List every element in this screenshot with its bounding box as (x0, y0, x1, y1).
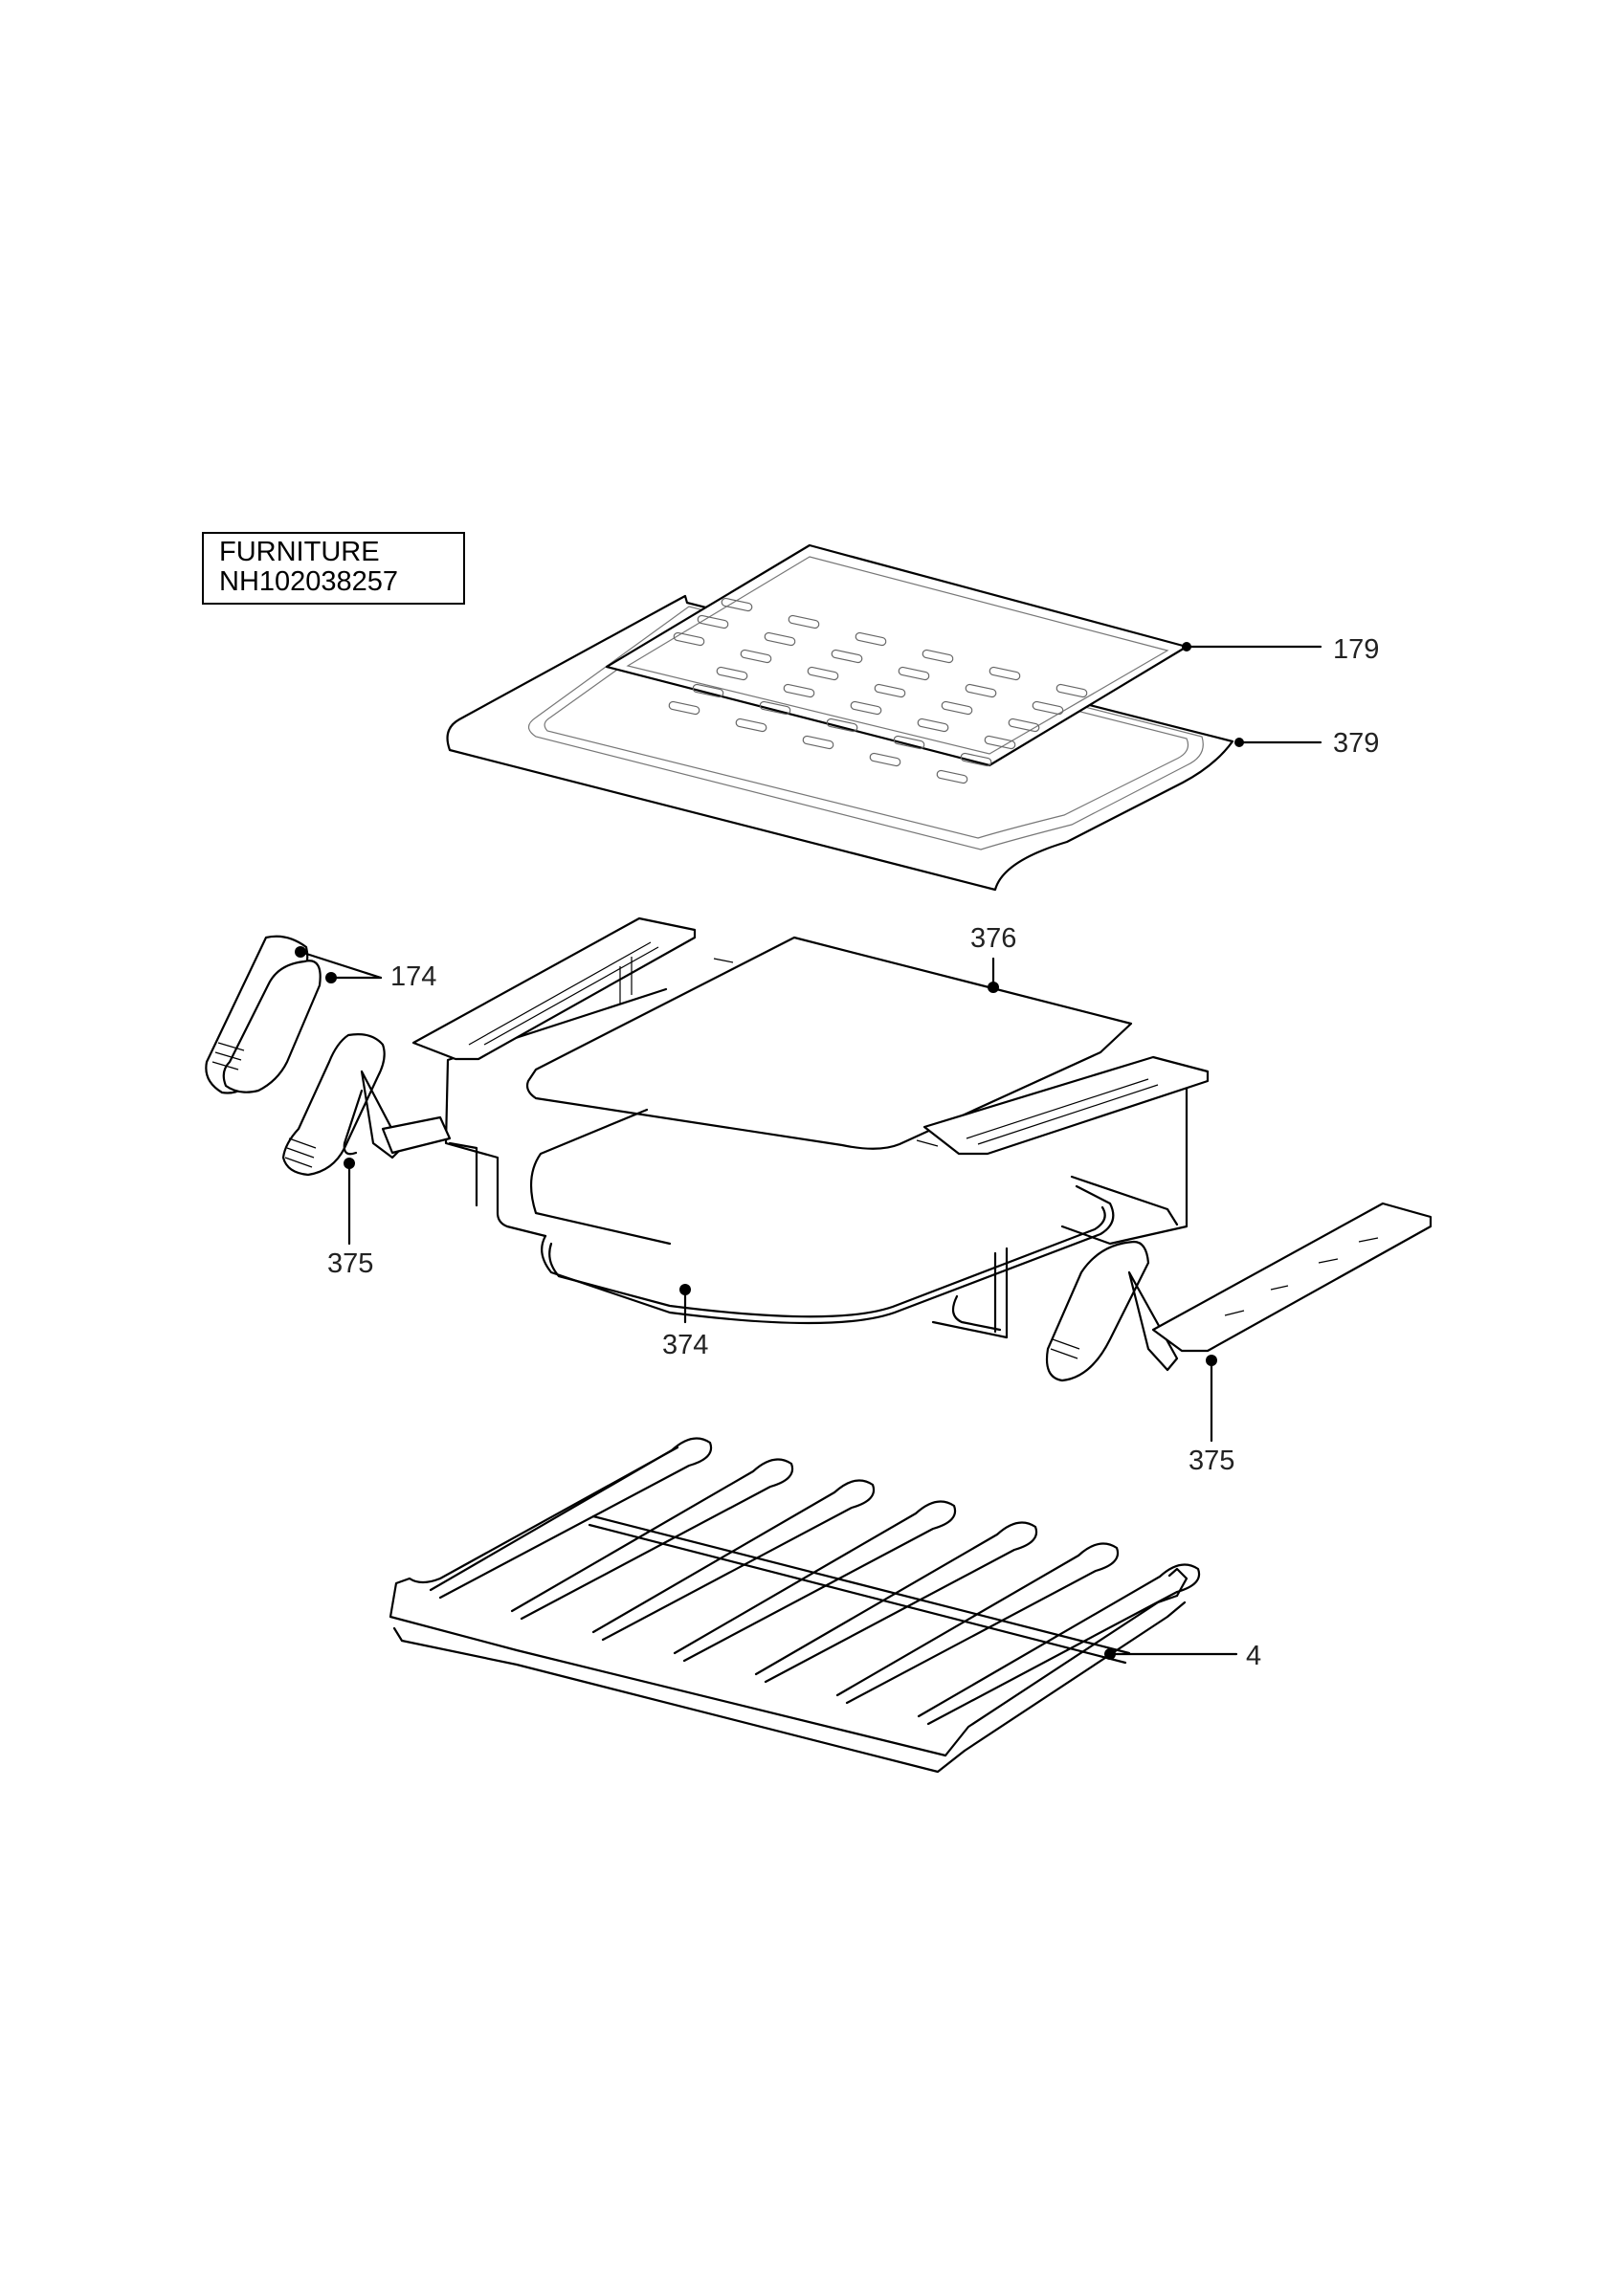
callout-179: 179 (1333, 634, 1379, 665)
perforation-slot (807, 666, 839, 681)
callout-4: 4 (1246, 1641, 1261, 1671)
callout-375-left: 375 (327, 1248, 373, 1279)
perforation-slot (721, 597, 753, 612)
perforation-slots (668, 597, 1088, 784)
perforation-slot (874, 683, 906, 698)
shelf-rods (429, 1437, 1201, 1726)
perforation-slot (783, 683, 815, 698)
perforation-slot (692, 683, 724, 698)
perforation-slot (740, 649, 772, 664)
perforation-slot (898, 666, 930, 681)
perforation-slot (960, 752, 992, 767)
perforation-slot (989, 666, 1021, 681)
callout-379: 379 (1333, 728, 1379, 759)
perforation-slot (893, 735, 925, 750)
perforation-slot (1008, 718, 1040, 733)
left-runner-bracket[interactable] (411, 916, 697, 1061)
perforation-slot (673, 631, 705, 647)
shelf-rod (429, 1437, 713, 1600)
perforation-slot (855, 631, 887, 647)
part-375-left-clip[interactable] (281, 1033, 452, 1177)
perforation-slot (759, 700, 791, 716)
perforation-slot (917, 718, 949, 733)
part-4-wire-shelf[interactable] (389, 1437, 1201, 1774)
perforation-slot (764, 631, 796, 647)
shelf-rod (754, 1521, 1038, 1684)
part-376-plate[interactable] (525, 936, 1133, 1150)
perforation-slot (831, 649, 863, 664)
leader-lines (295, 642, 1322, 1660)
callout-374: 374 (662, 1330, 708, 1360)
diagram-code: NH102038257 (219, 566, 399, 597)
perforation-slot (941, 700, 973, 716)
shelf-rod (835, 1542, 1120, 1705)
part-179-perforated-panel[interactable] (605, 543, 1189, 784)
perforation-slot (965, 683, 997, 698)
part-374-wire-frame[interactable] (444, 987, 1189, 1339)
right-runner-bracket[interactable] (922, 1055, 1210, 1156)
callout-174: 174 (390, 961, 436, 992)
perforation-slot (826, 718, 858, 733)
part-174-door-clips[interactable] (205, 935, 322, 1094)
callout-375-right: 375 (1189, 1446, 1234, 1476)
perforation-slot (735, 718, 767, 733)
diagram-title-box: FURNITURE NH102038257 (202, 532, 465, 605)
shelf-rod (673, 1500, 957, 1663)
shelf-rod (591, 1479, 876, 1642)
perforation-slot (802, 735, 834, 750)
perforation-slot (788, 614, 820, 629)
perforation-slot (936, 769, 968, 784)
diagram-title: FURNITURE (219, 537, 380, 567)
perforation-slot (697, 614, 729, 629)
perforation-slot (922, 649, 954, 664)
part-375-right-clip[interactable] (1045, 1202, 1433, 1382)
perforation-slot (668, 700, 700, 716)
perforation-slot (869, 752, 901, 767)
perforation-slot (716, 666, 748, 681)
callout-376: 376 (970, 923, 1016, 954)
shelf-rod (510, 1458, 794, 1621)
perforation-slot (850, 700, 882, 716)
perforation-slot (984, 735, 1016, 750)
perforation-slot (1055, 683, 1088, 698)
shelf-rod (917, 1563, 1201, 1726)
perforation-slot (1032, 700, 1064, 716)
